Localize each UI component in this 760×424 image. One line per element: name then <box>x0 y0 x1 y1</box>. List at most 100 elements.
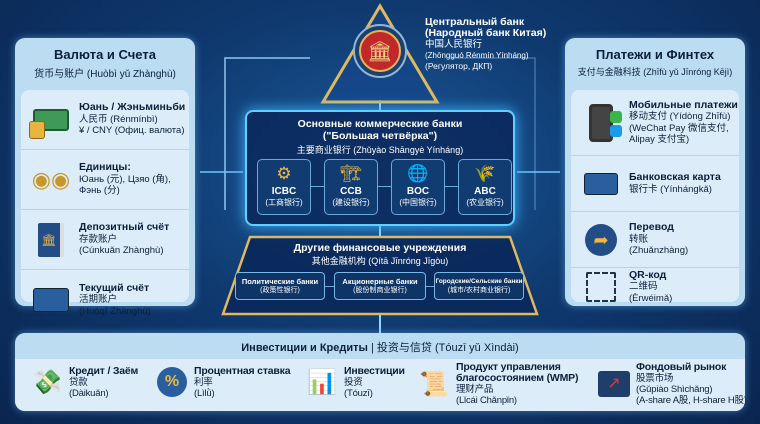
joint-stock-banks-box[interactable]: Акционерные банки(股份制商业银行) <box>334 272 426 300</box>
big-four-title-2: ("Большая четвёрка") <box>322 130 438 142</box>
item-title: Инвестиции <box>344 364 405 377</box>
central-bank-note: (Регулятор, ДКП) <box>425 61 493 71</box>
institution-zh: (城市/农村商业银行) <box>447 287 511 294</box>
item-pinyin: (Èrwéimǎ) <box>629 292 673 304</box>
item-title: Кредит / Заём <box>69 364 139 377</box>
item-title: Юань / Жэньминьби <box>79 101 186 114</box>
bank-card-boc[interactable]: 🌐 BOC(中国银行) <box>391 159 445 215</box>
item-line: Юань (元), Цзяо (角), <box>79 173 171 185</box>
percent-badge-icon: % <box>154 362 190 402</box>
item-line: Фэнь (分) <box>79 185 120 197</box>
item-pinyin: (Huóqī Zhànghù) <box>79 305 151 317</box>
item-pinyin: (Lìlǜ) <box>194 387 215 399</box>
bank-zh: (中国银行) <box>399 198 437 207</box>
item-pinyin: (Dàikuǎn) <box>69 387 109 399</box>
institution-name: Политические банки <box>241 277 319 286</box>
bank-name: BOC <box>406 186 430 197</box>
crane-icon: 🏗 <box>340 164 362 183</box>
item-pinyin: (Cúnkuǎn Zhànghù) <box>79 245 164 257</box>
banknote-coins-icon <box>29 100 73 140</box>
item-title: Мобильные платежи <box>629 98 738 111</box>
item-zh: 利率 <box>194 376 213 388</box>
bank-name: ABC <box>474 186 496 197</box>
item-title: Банковская карта <box>629 171 721 183</box>
card-icon <box>29 280 73 320</box>
panel-title: Валюта и Счета <box>54 47 156 62</box>
transfer-arrow-icon: ➦ <box>579 220 623 260</box>
item-zh: 活期账户 <box>79 294 118 306</box>
big-four-subtitle: 主要商业银行 (Zhǔyào Shāngyè Yínháng) <box>296 145 464 155</box>
panel-subtitle: 支付与金融科技 (Zhīfù yǔ Jīnróng Kējì) <box>577 67 733 77</box>
item-zh: 银行卡 (Yínhángkǎ) <box>629 183 712 195</box>
wheat-icon: 🌾 <box>474 164 496 183</box>
payments-fintech-panel: Платежи и Финтех 支付与金融科技 (Zhīfù yǔ Jīnró… <box>565 38 745 306</box>
institution-name: Акционерные банки <box>342 277 418 286</box>
item-zh: 贷款 <box>69 376 88 388</box>
bottom-title-ru: Инвестиции и Кредиты <box>241 342 368 354</box>
central-bank-emblem: 🏛 <box>353 24 407 78</box>
item-title: Перевод <box>629 221 674 234</box>
item-zh: 转账 <box>629 233 649 245</box>
big-four-title: Основные коммерческие банки <box>297 118 463 130</box>
institution-name: Городские/Сельские банки <box>435 278 523 285</box>
smartphone-qr-icon <box>579 103 623 143</box>
bank-zh: (工商银行) <box>265 198 303 207</box>
bank-name: CCB <box>340 186 362 197</box>
bank-card-ccb[interactable]: 🏗CCB(建设银行) <box>324 159 378 215</box>
other-title: Другие финансовые учреждения <box>293 242 467 254</box>
central-bank-title-2: (Народный банк Китая) <box>425 27 547 39</box>
item-pinyin: (Tóuzī) <box>344 387 373 399</box>
city-rural-banks-box[interactable]: Городские/Сельские банки (城市/农村商业银行) <box>434 272 524 300</box>
item-zh: 移动支付 (Yídòng Zhīfù) <box>629 111 731 122</box>
item-note: ¥ / CNY (Офиц. валюта) <box>79 125 185 137</box>
bank-building-icon: 🏛 <box>359 30 401 72</box>
bank-name: ICBC <box>271 186 297 197</box>
globe-icon: 🌐 <box>407 164 429 183</box>
item-pinyin: (Lǐcái Chǎnpǐn) <box>456 395 517 406</box>
other-institutions-header: Другие финансовые учреждения 其他金融机构 (Qít… <box>250 242 510 267</box>
central-bank-label: Центральный банк (Народный банк Китая) 中… <box>425 17 546 72</box>
qr-scan-icon <box>579 267 623 307</box>
item-title: QR-код <box>629 268 667 281</box>
item-zh: 存款账户 <box>79 233 118 245</box>
currency-accounts-panel: Валюта и Счета 货币与账户 (Huòbì yǔ Zhànghù) … <box>15 38 195 317</box>
investments-credit-panel: Инвестиции и Кредиты | 投资与信贷 (Tóuzī yǔ X… <box>15 333 745 411</box>
growth-chart-icon: 📊 <box>307 368 337 396</box>
policy-banks-box[interactable]: Политические банки(政策性银行) <box>235 272 325 300</box>
bank-card-icon <box>579 164 623 204</box>
bank-zh: (农业银行) <box>466 198 504 207</box>
certificate-icon: 📜 <box>419 370 449 398</box>
stock-chart-icon: ↗ <box>596 364 632 404</box>
item-zh: 二维码 <box>629 281 658 293</box>
panel-title: Платежи и Финтех <box>595 47 715 62</box>
item-pinyin: (Gǔpiào Shìchǎng) <box>636 384 713 395</box>
factory-gear-icon: ⚙ <box>276 164 292 183</box>
coins-icon: ◉◉ <box>31 166 71 192</box>
central-bank-pinyin: (Zhōngguó Rénmín Yínháng) <box>425 51 529 60</box>
bankbook-icon: 🏛 <box>29 220 73 260</box>
bottom-title-zh: | 投资与信贷 (Tóuzī yǔ Xìndài) <box>370 342 519 354</box>
item-zh: 人民币 (Rénmínbì) <box>79 113 158 125</box>
bottom-title: Инвестиции и Кредиты | 投资与信贷 (Tóuzī yǔ X… <box>15 339 745 355</box>
item-line: Alipay 支付宝) <box>629 134 690 145</box>
central-bank-zh: 中国人民银行 <box>425 39 483 50</box>
item-title: Текущий счёт <box>79 281 150 294</box>
bank-card-abc[interactable]: 🌾 ABC(农业银行) <box>458 159 512 215</box>
item-note: (A-share A股, H-share H股) <box>636 395 747 406</box>
item-title: Процентная ставка <box>194 364 291 377</box>
list-item-units[interactable]: ◉◉Единицы:Юань (元), Цзяо (角),Фэнь (分) <box>21 150 189 210</box>
institution-zh: (股份制商业银行) <box>353 287 407 294</box>
bank-card-icbc[interactable]: ⚙ ICBC(工商银行) <box>257 159 311 215</box>
